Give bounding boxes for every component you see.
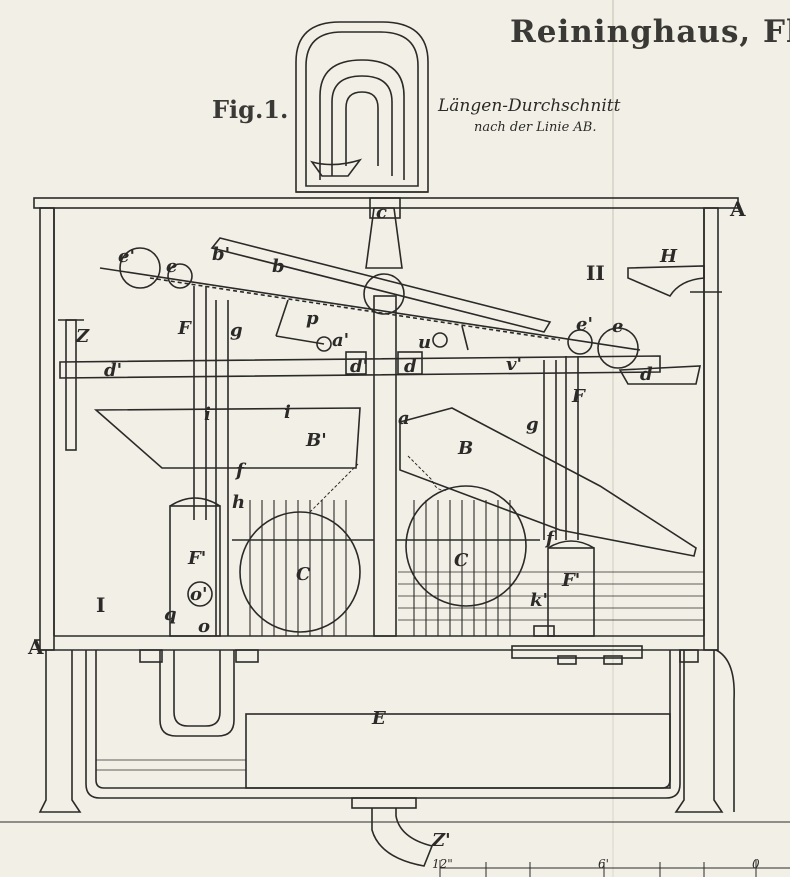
label-e-right: e bbox=[612, 316, 623, 337]
scale-bar bbox=[439, 860, 790, 877]
label-h: H bbox=[659, 246, 678, 267]
label-p: p bbox=[306, 308, 319, 329]
label-a-top: A bbox=[729, 197, 746, 221]
label-z: Z bbox=[75, 326, 90, 347]
outlet-pipe bbox=[351, 797, 434, 867]
trough-d bbox=[59, 351, 702, 385]
label-z-prime: Z' bbox=[431, 830, 451, 851]
label-d-prime-mid: d' bbox=[350, 356, 368, 377]
drum-grates bbox=[249, 500, 511, 636]
label-q: q bbox=[164, 604, 177, 625]
label-b-hopper: B bbox=[457, 438, 473, 459]
label-o: o bbox=[198, 616, 210, 637]
section-subtitle: nach der Linie AB. bbox=[474, 120, 597, 135]
figure-label: Fig.1. bbox=[212, 95, 289, 124]
label-compartment-ii: II bbox=[586, 261, 605, 285]
label-f-prime-left: F' bbox=[187, 548, 206, 569]
plate-title: Reininghaus, Fli bbox=[510, 14, 790, 50]
label-i-left: i bbox=[204, 404, 211, 425]
label-e-left: e bbox=[166, 256, 177, 277]
label-compartment-i: I bbox=[96, 593, 105, 617]
chains bbox=[309, 455, 449, 513]
pumps bbox=[169, 497, 595, 637]
legs bbox=[0, 649, 790, 823]
label-k-prime: k' bbox=[530, 590, 548, 611]
label-b-prime-hopper: B' bbox=[305, 430, 327, 451]
label-v-prime: v' bbox=[506, 354, 522, 375]
label-g-right: g bbox=[526, 414, 539, 435]
label-h-small: h bbox=[232, 492, 245, 513]
label-u: u bbox=[418, 332, 431, 353]
section-title: Längen-Durchschnitt bbox=[438, 96, 621, 116]
label-f-right: F bbox=[571, 386, 586, 407]
hood bbox=[295, 21, 429, 193]
label-c-right: C bbox=[454, 550, 469, 571]
bolts bbox=[139, 645, 699, 665]
scale-label-right: 0 bbox=[752, 857, 760, 871]
label-i-right: i bbox=[284, 402, 291, 423]
label-d-mid: d bbox=[404, 356, 417, 377]
label-a-left: A bbox=[27, 635, 44, 659]
label-f-left: f bbox=[234, 460, 247, 481]
page-fold bbox=[612, 0, 614, 877]
label-c-left: C bbox=[296, 564, 311, 585]
water-level bbox=[398, 571, 704, 621]
tank-walls bbox=[33, 197, 739, 651]
hoppers bbox=[93, 407, 697, 557]
central-partition bbox=[363, 197, 405, 637]
label-b: b bbox=[272, 256, 285, 277]
label-b-prime: b' bbox=[212, 244, 230, 265]
label-g-left: g bbox=[230, 320, 243, 341]
label-f-right-small: f bbox=[544, 528, 557, 549]
label-e-prime-right: e' bbox=[576, 314, 593, 335]
label-e-prime-left: e' bbox=[118, 246, 135, 267]
label-d-right: d bbox=[640, 364, 653, 385]
label-a-prime: a' bbox=[332, 330, 349, 351]
gauge-z bbox=[58, 319, 84, 451]
label-a: a bbox=[398, 408, 410, 429]
counterweights bbox=[119, 247, 639, 369]
scale-label-left: 12" bbox=[432, 857, 453, 871]
drums bbox=[232, 485, 540, 633]
label-d-prime-left: d' bbox=[104, 360, 122, 381]
label-e-basin: E bbox=[371, 708, 386, 729]
basin bbox=[85, 650, 681, 799]
label-f-prime-right: F' bbox=[561, 570, 580, 591]
label-o-prime: o' bbox=[190, 584, 208, 605]
linkages bbox=[193, 286, 579, 636]
label-c: c bbox=[376, 202, 387, 223]
label-f-left-upper: F bbox=[177, 318, 192, 339]
bracket-h bbox=[627, 265, 722, 298]
scale-label-mid: 6' bbox=[598, 857, 609, 871]
